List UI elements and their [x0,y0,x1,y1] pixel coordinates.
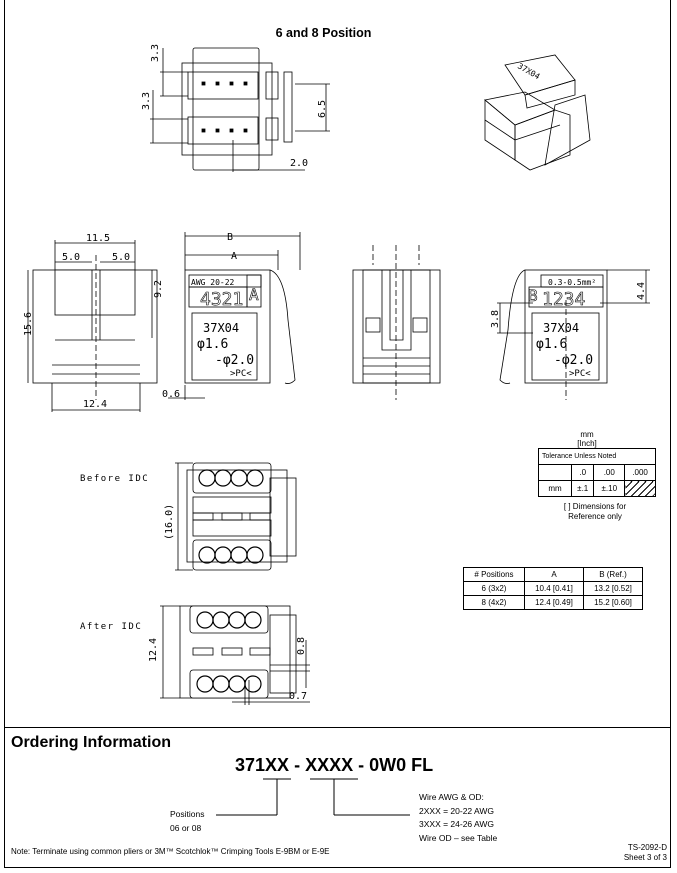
before-idc-view: Before IDC (16.0) [80,462,297,571]
terminate-note: Note: Terminate using common pliers or 3… [11,847,330,856]
drawing-frame [4,0,671,868]
doc-id-block: TS-2092-D Sheet 3 of 3 [624,843,667,863]
dim-0-6: 0.6 [162,389,180,400]
wire-legend: Wire AWG & OD: 2XXX = 20-22 AWG 3XXX = 2… [419,792,498,843]
dim-3-3-upper: 3.3 [150,44,161,62]
label-letter: A [249,285,259,304]
label-part: 37X04 [203,321,239,335]
tolerance-col: .0 [570,464,595,481]
label-d1: φ1.6 [197,337,228,352]
units-label: mm [Inch] [567,430,607,448]
dim-11-5: 11.5 [86,233,110,244]
units-inch: [Inch] [577,439,597,448]
tolerance-hatched-cell [624,480,656,497]
dim-3-8: 3.8 [490,310,501,328]
before-idc-label: Before IDC [80,474,149,484]
dim-16-0: (16.0) [164,504,175,540]
units-mm: mm [580,430,594,439]
column-header: # Positions [463,567,525,582]
isometric-view: 37X04 [484,54,591,171]
dim-9-2: 9.2 [153,280,164,298]
pn-wire: XXXX [305,755,354,775]
sheet-number: Sheet 3 of 3 [623,853,667,862]
side-view: 11.5 5.0 5.0 9.2 15.6 12.4 [23,233,164,412]
part-number: 371XX - XXXX - 0W0 FL [235,755,434,775]
tolerance-cell: ±.10 [593,480,626,497]
top-view: 3.3 3.3 6.5 2.0 [141,44,330,172]
front-view-b: 4.4 3.8 0.3-0.5mm² B 1234 37X04 φ1.6 -φ2… [490,269,650,400]
pn-positions: XX [265,755,290,775]
tolerance-cell: mm [538,480,572,497]
dim-a: A [231,251,237,262]
front-view-a: B A 0.6 AWG 20-22 4321 A 37X04 φ1.6 -φ2.… [162,232,301,400]
label-pc-b: >PC< [569,369,591,379]
doc-id: TS-2092-D [627,843,667,852]
ordering-title: Ordering Information [11,734,171,751]
rear-view [352,245,441,400]
label-pc: >PC< [230,369,252,379]
dim-12-4: 12.4 [83,399,107,410]
dim-15-6: 15.6 [23,312,34,336]
dim-3-3-lower: 3.3 [141,92,152,110]
label-part-b: 37X04 [543,321,579,335]
tolerance-cell: ±.1 [570,480,595,497]
section-divider [4,727,671,728]
svg-text:37X04: 37X04 [516,61,542,81]
dim-2-0: 2.0 [290,158,308,169]
label-d2-b: -φ2.0 [554,353,593,368]
dim-5-0-left: 5.0 [62,252,80,263]
reference-note-line: [ ] Dimensions for [563,502,627,511]
label-awg: AWG 20-22 [191,278,235,287]
positions-legend: Positions 06 or 08 [170,809,205,833]
table-row: 6 (3x2) 10.4 [0.41] 13.2 [0.52] [463,581,644,596]
label-d1-b: φ1.6 [536,337,567,352]
ordering-leaders [216,778,410,816]
dim-5-0-right: 5.0 [112,252,130,263]
positions-table: # Positions A B (Ref.) 6 (3x2) 10.4 [0.4… [463,567,644,610]
label-d2: -φ2.0 [215,353,254,368]
table-row: 8 (4x2) 12.4 [0.49] 15.2 [0.60] [463,595,644,610]
technical-drawing: 3.3 3.3 6.5 2.0 37X04 11.5 5.0 5.0 9.2 1… [23,44,650,705]
dim-6-5: 6.5 [317,100,328,118]
drawing-title: 6 and 8 Position [275,26,372,40]
tolerance-col: .000 [624,464,656,481]
dim-12-4-after: 12.4 [148,638,159,662]
dim-4-4: 4.4 [636,282,647,300]
after-idc-label: After IDC [80,622,142,632]
label-code: 4321 [200,289,243,310]
tolerance-table: Tolerance Unless Noted .0 .00 .000 mm ±.… [538,448,656,497]
dim-0-7: 0.7 [289,691,307,702]
after-idc-view: After IDC 12.4 0.8 0.7 [80,605,310,705]
label-letter-b: B [528,286,538,305]
column-header: B (Ref.) [582,567,644,582]
reference-note-line: Reference only [568,512,622,521]
label-code-b: 1234 [542,289,585,310]
reference-note: [ ] Dimensions for Reference only [540,502,650,522]
tolerance-col [538,464,572,481]
tolerance-col: .00 [593,464,626,481]
dim-0-8: 0.8 [296,637,307,655]
label-mm: 0.3-0.5mm² [548,278,596,287]
column-header: A [524,567,584,582]
dim-b: B [227,232,233,243]
tolerance-header: Tolerance Unless Noted [538,448,656,465]
